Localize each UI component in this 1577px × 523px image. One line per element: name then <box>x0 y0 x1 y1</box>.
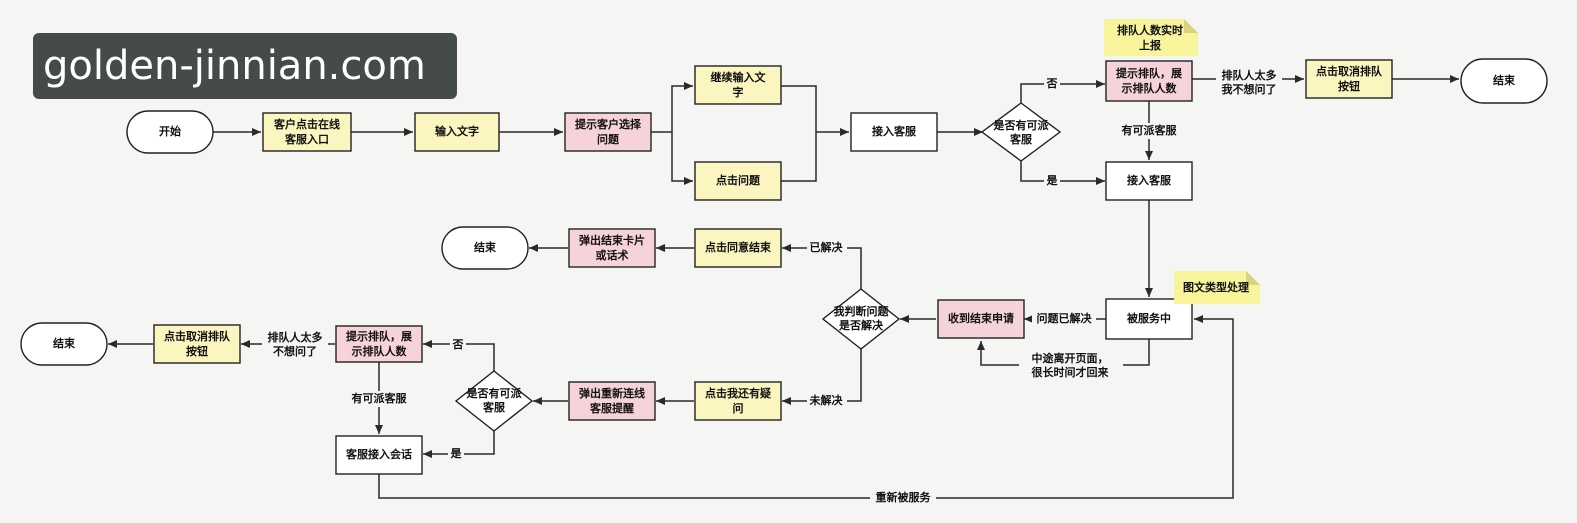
queue-prompt-top-label-1: 提示排队，展 <box>1116 66 1183 80</box>
popup-end-card-label-2: 或话术 <box>596 248 629 262</box>
agent-available-label-2: 客服 <box>1009 132 1033 146</box>
notes: 排队人数实时 上报 图文类型处理 <box>1104 19 1260 304</box>
label-has-agent-top: 有可派客服 <box>1122 123 1178 137</box>
label-unsolved: 未解决 <box>809 393 844 407</box>
judge-solved-diamond <box>821 288 901 350</box>
popup-end-card-label-1: 弹出结束卡片 <box>579 233 645 247</box>
label-no-top: 否 <box>1046 77 1058 90</box>
connect-agent-label: 接入客服 <box>872 124 917 138</box>
note-queue-realtime <box>1104 19 1198 56</box>
input-text-node <box>414 112 500 152</box>
edge-labels: 否 是 排队人太多 我不想问了 有可派客服 问题已解决 中途离开页面， 很长时间… <box>262 68 1282 506</box>
being-served-label: 被服务中 <box>1127 311 1171 325</box>
end-bottom-node <box>20 322 108 366</box>
prompt-select-node <box>564 112 652 152</box>
label-solved: 已解决 <box>810 240 844 254</box>
edge-yes-top <box>1020 161 1105 185</box>
label-question-solved: 问题已解决 <box>1037 311 1093 325</box>
click-still-question-label-1: 点击我还有疑 <box>705 386 771 400</box>
cancel-queue-bottom-node <box>153 324 241 364</box>
label-too-many-top-2: 我不想问了 <box>1222 82 1277 96</box>
queue-prompt-bottom-node <box>335 325 423 363</box>
label-leave-midway-1: 中途离开页面， <box>1032 351 1109 365</box>
queue-prompt-bottom-label-1: 提示排队，展 <box>346 329 413 343</box>
end-mid-node <box>441 226 529 270</box>
label-no-bottom: 否 <box>452 338 464 351</box>
edge-no-bottom <box>423 340 495 371</box>
cancel-queue-bottom-label-1: 点击取消排队 <box>164 329 231 343</box>
click-entry-label-1: 客户点击在线 <box>273 117 340 131</box>
queue-prompt-bottom-label-2: 示排队人数 <box>351 344 408 358</box>
end-bottom-label: 结束 <box>52 336 76 350</box>
popup-end-card-node <box>568 228 656 268</box>
agent-available-2-diamond <box>454 370 534 432</box>
note-queue-realtime-label-1: 排队人数实时 <box>1117 23 1183 37</box>
end-mid-label: 结束 <box>473 240 497 254</box>
note-rich-media <box>1174 271 1260 304</box>
cancel-queue-top-label-2: 按钮 <box>1338 79 1360 93</box>
receive-end-node <box>937 299 1025 339</box>
prompt-select-label-2: 问题 <box>597 132 620 146</box>
edge-no-top <box>1020 80 1105 103</box>
cancel-queue-top-label-1: 点击取消排队 <box>1316 64 1383 78</box>
connect-agent-2-node <box>1105 161 1193 201</box>
label-too-many-top-1: 排队人太多 <box>1222 68 1277 82</box>
receive-end-label: 收到结束申请 <box>948 311 1014 325</box>
judge-solved-label-1: 我判断问题 <box>834 304 890 318</box>
click-still-question-node <box>694 381 782 421</box>
agent-session-label: 客服接入会话 <box>345 447 412 461</box>
label-too-many-bottom-1: 排队人太多 <box>268 330 323 344</box>
judge-solved-label-2: 是否解决 <box>838 318 884 332</box>
popup-reconnect-label-2: 客服提醒 <box>589 401 634 415</box>
click-agree-end-node <box>694 228 782 268</box>
agent-available-diamond <box>980 102 1062 162</box>
edge-prompt-to-click <box>671 132 693 185</box>
note-queue-realtime-fold <box>1184 19 1198 33</box>
nodes: 开始 客户点击在线 客服入口 输入文字 提示客户选择 问题 继续输入文 字 点击… <box>20 58 1548 475</box>
click-still-question-label-2: 问 <box>733 401 744 415</box>
popup-reconnect-node <box>568 381 656 421</box>
agent-available-2-label-1: 是否有可派 <box>466 386 523 400</box>
click-entry-node <box>262 112 352 152</box>
cancel-queue-top-node <box>1305 59 1393 99</box>
agent-available-2-label-2: 客服 <box>482 400 506 414</box>
label-reserved: 重新被服务 <box>876 490 932 504</box>
note-queue-realtime-label-2: 上报 <box>1139 38 1162 52</box>
edge-prompt-to-continue <box>651 82 693 133</box>
edge-merge <box>781 85 817 182</box>
label-has-agent-bottom: 有可派客服 <box>352 391 408 405</box>
input-text-label: 输入文字 <box>435 124 479 138</box>
agent-available-label-1: 是否有可派 <box>993 118 1050 132</box>
connect-agent-2-label: 接入客服 <box>1127 173 1172 187</box>
connect-agent-node <box>850 112 938 152</box>
agent-session-node <box>335 435 423 475</box>
prompt-select-label-1: 提示客户选择 <box>575 117 642 131</box>
cancel-queue-bottom-label-2: 按钮 <box>186 344 208 358</box>
being-served-node <box>1105 298 1193 340</box>
continue-input-label-1: 继续输入文 <box>711 70 767 84</box>
label-too-many-bottom-2: 不想问了 <box>273 344 317 358</box>
edge-yes-bottom <box>423 431 495 458</box>
start-label: 开始 <box>159 124 181 138</box>
queue-prompt-top-label-2: 示排队人数 <box>1121 81 1178 95</box>
watermark: golden-jinnian.com <box>33 33 457 99</box>
label-yes-top: 是 <box>1046 174 1059 187</box>
label-leave-midway-2: 很长时间才回来 <box>1031 365 1110 379</box>
queue-prompt-top-node <box>1105 60 1193 102</box>
continue-input-label-2: 字 <box>733 85 744 99</box>
start-node <box>126 110 214 154</box>
edge-reserved <box>378 315 1234 499</box>
end-top-label: 结束 <box>1492 73 1516 87</box>
click-entry-label-2: 客服入口 <box>284 132 329 146</box>
note-rich-media-fold <box>1246 271 1260 285</box>
note-rich-media-label: 图文类型处理 <box>1183 280 1249 294</box>
continue-input-node <box>694 65 782 105</box>
click-agree-end-label: 点击同意结束 <box>705 240 772 254</box>
popup-reconnect-label-1: 弹出重新连线 <box>579 386 645 400</box>
click-question-label: 点击问题 <box>716 173 761 187</box>
label-yes-bottom: 是 <box>450 447 463 460</box>
end-top-node <box>1460 58 1548 104</box>
click-question-node <box>694 161 782 201</box>
